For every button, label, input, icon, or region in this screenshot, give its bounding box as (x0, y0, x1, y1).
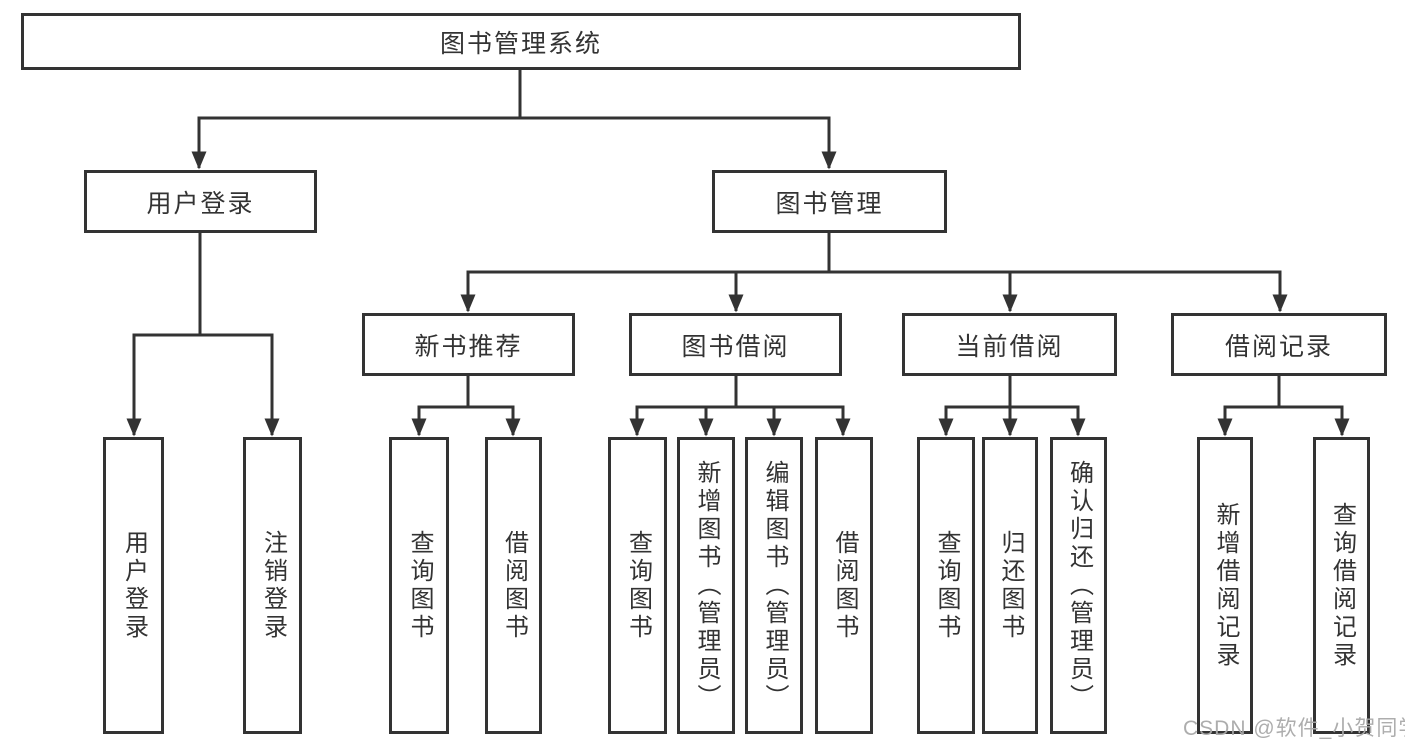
leaf-user-login-label: 用户登录 (120, 529, 148, 642)
leaf-query-books-1-label: 查询图书 (406, 529, 433, 642)
leaf-return-book: 归还图书 (982, 437, 1038, 734)
leaf-edit-book-admin: 编辑图书（管理员） (745, 437, 803, 734)
leaf-add-borrow-record-label: 新增借阅记录 (1212, 501, 1239, 670)
leaf-return-book-label: 归还图书 (997, 529, 1024, 642)
node-book-management: 图书管理 (712, 170, 947, 233)
leaf-query-books-2: 查询图书 (608, 437, 667, 734)
leaf-borrow-books-1: 借阅图书 (485, 437, 542, 734)
node-user-login-label: 用户登录 (146, 189, 255, 218)
leaf-borrow-books-2: 借阅图书 (815, 437, 873, 734)
leaf-logout-label: 注销登录 (259, 529, 287, 642)
watermark: CSDN @软件_小贺同学 (1183, 717, 1405, 740)
leaf-confirm-return-admin-label: 确认归还（管理员） (1065, 459, 1093, 712)
node-new-book-recommend: 新书推荐 (362, 313, 575, 376)
node-root: 图书管理系统 (21, 13, 1021, 70)
leaf-query-books-3-label: 查询图书 (933, 529, 960, 642)
leaf-confirm-return-admin: 确认归还（管理员） (1050, 437, 1107, 734)
leaf-add-borrow-record: 新增借阅记录 (1197, 437, 1253, 734)
leaf-logout: 注销登录 (243, 437, 302, 734)
node-book-management-label: 图书管理 (775, 189, 884, 218)
leaf-query-borrow-record: 查询借阅记录 (1313, 437, 1370, 734)
node-borrow-records: 借阅记录 (1171, 313, 1387, 376)
node-root-label: 图书管理系统 (439, 29, 602, 58)
leaf-query-borrow-record-label: 查询借阅记录 (1328, 501, 1356, 670)
node-book-borrow: 图书借阅 (629, 313, 842, 376)
node-borrow-records-label: 借阅记录 (1224, 332, 1333, 361)
node-current-borrow-label: 当前借阅 (955, 332, 1064, 361)
leaf-query-books-3: 查询图书 (917, 437, 975, 734)
leaf-borrow-books-1-label: 借阅图书 (500, 529, 528, 642)
leaf-query-books-1: 查询图书 (389, 437, 449, 734)
leaf-borrow-books-2-label: 借阅图书 (831, 529, 858, 642)
node-new-book-recommend-label: 新书推荐 (414, 332, 523, 361)
node-user-login: 用户登录 (84, 170, 317, 233)
leaf-add-book-admin: 新增图书（管理员） (677, 437, 735, 734)
leaf-user-login: 用户登录 (103, 437, 164, 734)
node-book-borrow-label: 图书借阅 (681, 332, 790, 361)
node-current-borrow: 当前借阅 (902, 313, 1117, 376)
leaf-query-books-2-label: 查询图书 (624, 529, 652, 642)
leaf-add-book-admin-label: 新增图书（管理员） (693, 459, 720, 712)
leaf-edit-book-admin-label: 编辑图书（管理员） (761, 459, 788, 712)
